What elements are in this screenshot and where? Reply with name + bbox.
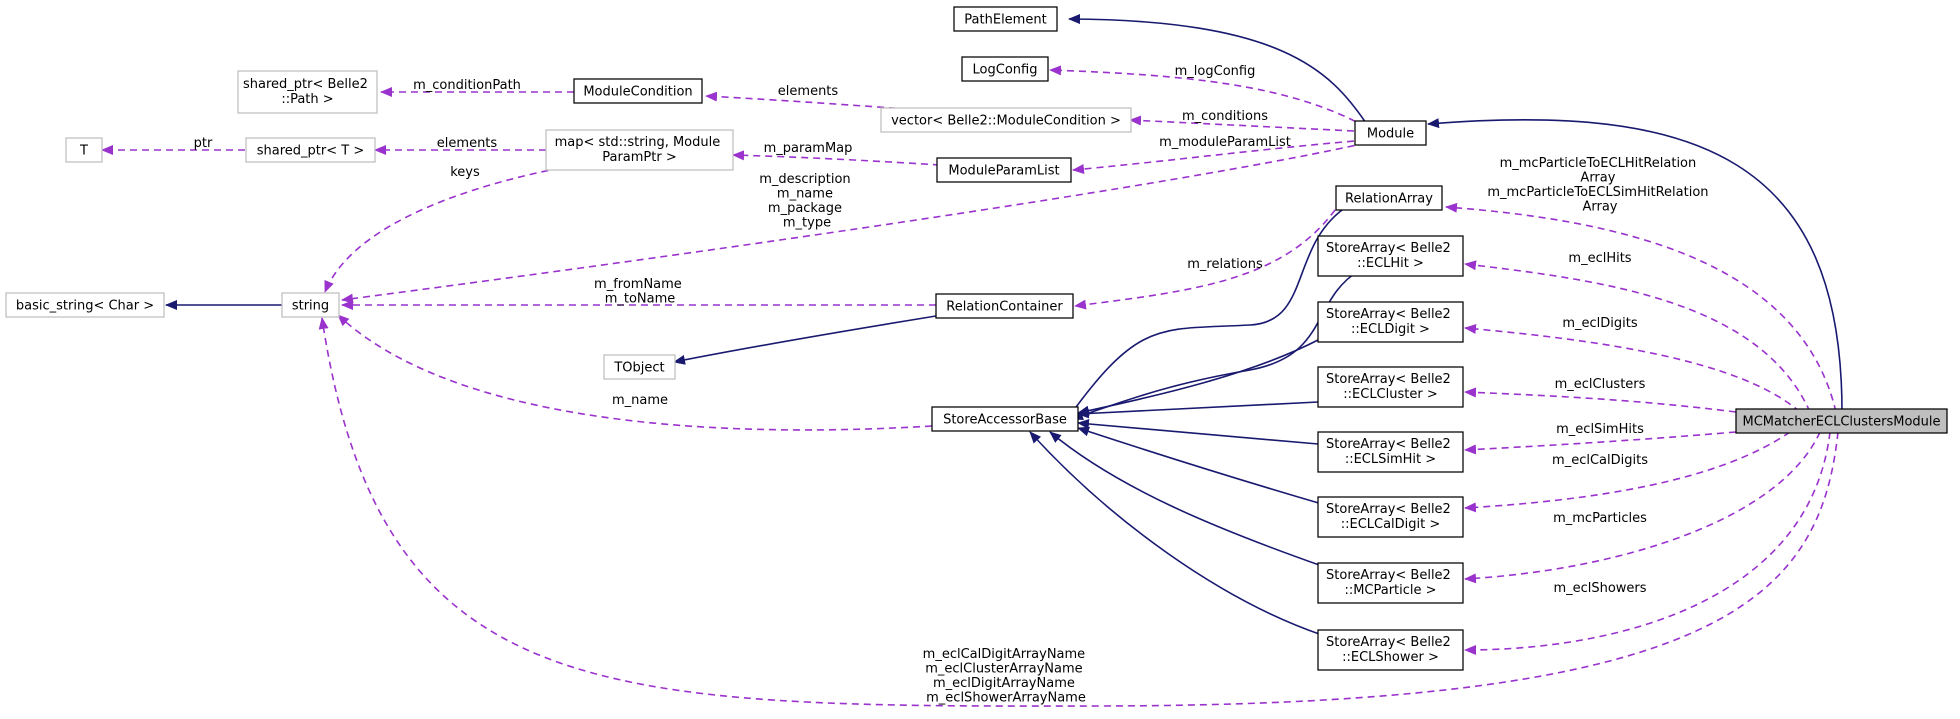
edge-ecl-cluster-to-store-accessor — [1077, 401, 1319, 419]
edge-module-to-vector — [1129, 115, 1355, 132]
node-store-ecl-digit[interactable]: StoreArray< Belle2 ::ECLDigit > — [1317, 301, 1464, 343]
label-m-ecl-clusters: m_eclClusters — [1555, 377, 1646, 392]
svg-text:StoreArray< Belle2 ::E: StoreArray< Belle2 ::ECLSimHit > — [1326, 437, 1455, 467]
svg-text:RelationContainer: RelationContainer — [946, 300, 1063, 315]
node-shared-ptr-t: shared_ptr< T > — [245, 137, 376, 163]
edge-module-param-list-to-map — [732, 150, 941, 166]
node-t: T — [65, 137, 103, 163]
label-m-ecl-digits: m_eclDigits — [1562, 316, 1638, 331]
label-from-to-name: m_fromName m_toName — [594, 277, 686, 307]
edge-ecl-cal-digit-to-store-accessor — [1077, 426, 1323, 505]
edge-mc-matcher-to-ecl-digit — [1464, 323, 1801, 413]
svg-text:basic_string< Char >: basic_string< Char > — [16, 299, 154, 314]
svg-text:ModuleCondition: ModuleCondition — [583, 85, 692, 100]
svg-text:StoreAccessorBase: StoreAccessorBase — [943, 413, 1067, 428]
node-mc-matcher-ecl-clusters-module[interactable]: MCMatcherECLClustersModule — [1735, 408, 1948, 434]
node-store-ecl-hit[interactable]: StoreArray< Belle2 ::ECLHit > — [1317, 235, 1464, 277]
edge-module-to-module-param-list — [1072, 139, 1367, 174]
node-store-accessor-base[interactable]: StoreAccessorBase — [931, 406, 1079, 432]
edge-mc-matcher-to-module — [1427, 118, 1843, 413]
edge-mc-matcher-to-ecl-hit — [1464, 260, 1811, 413]
label-m-name: m_name — [612, 393, 668, 408]
svg-text:map< std::string, Module: map< std::string, Module ParamPtr > — [555, 135, 725, 165]
svg-text:Module: Module — [1367, 127, 1414, 142]
svg-text:StoreArray< Belle2 ::E: StoreArray< Belle2 ::ECLHit > — [1326, 241, 1455, 271]
node-path-element[interactable]: PathElement — [953, 6, 1058, 32]
node-basic-string: basic_string< Char > — [5, 292, 165, 318]
label-array-names: m_eclCalDigitArrayName m_eclClusterArray… — [923, 647, 1090, 706]
edge-relation-array-to-relation-container — [1074, 199, 1343, 310]
svg-text:T: T — [79, 144, 88, 159]
svg-text:StoreArray< Belle2 ::E: StoreArray< Belle2 ::ECLDigit > — [1326, 307, 1455, 337]
edge-ecl-shower-to-store-accessor — [1029, 431, 1323, 636]
label-elements-condition: elements — [778, 84, 839, 99]
label-m-mc-particles: m_mcParticles — [1553, 511, 1647, 526]
node-string: string — [281, 292, 340, 318]
label-m-ecl-hits: m_eclHits — [1568, 251, 1631, 266]
node-shared-ptr-path: shared_ptr< Belle2 ::Path > — [237, 70, 378, 114]
svg-text:TObject: TObject — [613, 361, 664, 376]
label-m-ecl-cal-digits: m_eclCalDigits — [1552, 453, 1648, 468]
svg-text:ModuleParamList: ModuleParamList — [948, 164, 1059, 179]
label-relation-arrays: m_mcParticleToECLHitRelation Array m_mcP… — [1487, 156, 1712, 215]
label-elements-shared: elements — [437, 136, 498, 151]
edge-relation-container-to-tobject — [673, 315, 937, 365]
node-vector-module-condition: vector< Belle2::ModuleCondition > — [880, 107, 1132, 133]
node-module[interactable]: Module — [1354, 120, 1427, 146]
svg-text:LogConfig: LogConfig — [973, 63, 1038, 78]
edge-mc-matcher-to-ecl-cal-digit — [1464, 431, 1791, 513]
label-m-relations: m_relations — [1187, 257, 1263, 272]
edge-module-to-path-element — [1068, 14, 1367, 124]
label-m-condition-path: m_conditionPath — [413, 78, 521, 93]
svg-text:StoreArray< Belle2 ::E: StoreArray< Belle2 ::ECLCluster > — [1326, 372, 1455, 402]
svg-text:vector< Belle2::ModuleConditio: vector< Belle2::ModuleCondition > — [891, 114, 1121, 129]
label-m-param-map: m_paramMap — [764, 141, 853, 156]
edge-map-to-string — [324, 167, 561, 293]
edge-mc-particle-to-store-accessor — [1049, 431, 1323, 567]
edge-module-to-log-config — [1049, 65, 1367, 128]
node-store-mc-particle[interactable]: StoreArray< Belle2 ::MCParticle > — [1317, 562, 1464, 604]
node-store-ecl-cal-digit[interactable]: StoreArray< Belle2 ::ECLCalDigit > — [1317, 496, 1464, 538]
label-module-strings: m_description m_name m_package m_type — [759, 172, 855, 231]
svg-text:StoreArray< Belle2 ::E: StoreArray< Belle2 ::ECLShower > — [1326, 635, 1455, 665]
label-m-module-param-list: m_moduleParamList — [1159, 135, 1291, 150]
node-store-ecl-sim-hit[interactable]: StoreArray< Belle2 ::ECLSimHit > — [1317, 431, 1464, 473]
node-store-ecl-cluster[interactable]: StoreArray< Belle2 ::ECLCluster > — [1317, 366, 1464, 408]
node-map-param: map< std::string, Module ParamPtr > — [545, 129, 734, 171]
edge-module-to-string — [341, 142, 1367, 304]
label-m-conditions: m_conditions — [1182, 109, 1268, 124]
svg-text:shared_ptr< Belle2 ::P: shared_ptr< Belle2 ::Path > — [243, 77, 372, 107]
edge-mc-matcher-to-ecl-cluster — [1464, 387, 1737, 413]
node-log-config[interactable]: LogConfig — [961, 56, 1049, 82]
svg-text:PathElement: PathElement — [964, 13, 1046, 28]
edge-ecl-sim-hit-to-store-accessor — [1077, 418, 1319, 445]
label-ptr: ptr — [194, 136, 213, 151]
edge-mc-matcher-to-relation-array — [1445, 202, 1837, 413]
svg-text:MCMatcherECLClustersModule: MCMatcherECLClustersModule — [1742, 415, 1940, 430]
edge-store-accessor-to-string — [337, 314, 933, 431]
node-tobject: TObject — [603, 354, 676, 380]
svg-text:string: string — [292, 299, 329, 314]
edge-mc-matcher-to-ecl-sim-hit — [1464, 431, 1737, 455]
node-store-ecl-shower[interactable]: StoreArray< Belle2 ::ECLShower > — [1317, 629, 1464, 671]
label-m-log-config: m_logConfig — [1175, 64, 1256, 79]
node-module-condition[interactable]: ModuleCondition — [573, 78, 703, 104]
label-m-ecl-sim-hits: m_eclSimHits — [1556, 422, 1644, 437]
edge-mc-matcher-to-ecl-shower — [1464, 431, 1831, 655]
edge-mc-matcher-to-mc-particle — [1464, 431, 1821, 584]
label-m-ecl-showers: m_eclShowers — [1553, 581, 1646, 596]
edge-ecl-hit-to-store-accessor — [1071, 269, 1361, 421]
svg-text:RelationArray: RelationArray — [1345, 192, 1433, 207]
svg-text:StoreArray< Belle2 ::E: StoreArray< Belle2 ::ECLCalDigit > — [1326, 502, 1455, 532]
svg-text:shared_ptr< T >: shared_ptr< T > — [257, 144, 364, 159]
node-relation-array[interactable]: RelationArray — [1335, 185, 1443, 211]
label-keys: keys — [450, 165, 480, 180]
node-relation-container[interactable]: RelationContainer — [935, 293, 1074, 319]
edge-relation-array-to-store-accessor — [1067, 209, 1343, 419]
node-module-param-list[interactable]: ModuleParamList — [936, 157, 1072, 183]
edge-ecl-digit-to-store-accessor — [1077, 339, 1319, 416]
svg-text:StoreArray< Belle2 ::M: StoreArray< Belle2 ::MCParticle > — [1326, 568, 1455, 598]
